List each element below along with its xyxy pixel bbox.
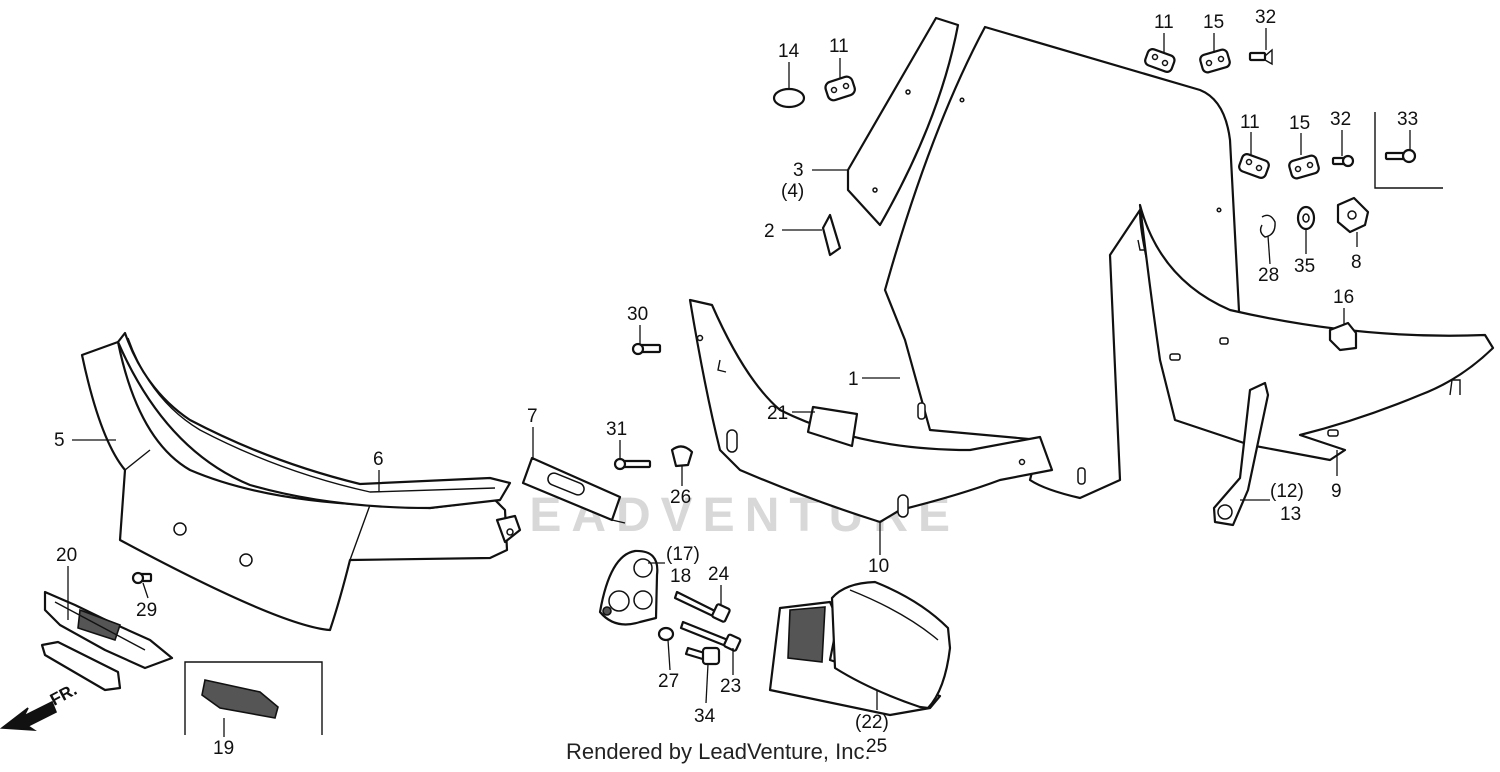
callout-23: 23 (720, 676, 741, 697)
callout-29: 29 (136, 600, 157, 621)
callout-12: (12) (1270, 481, 1304, 502)
caution-label (821, 213, 842, 257)
callout-17: (17) (666, 544, 700, 565)
callout-19: 19 (213, 738, 234, 759)
callout-3: 3 (793, 160, 804, 181)
callout-9: 9 (1331, 481, 1342, 502)
right-garnish (1137, 203, 1495, 462)
callout-22: (22) (855, 712, 889, 733)
lower-garnish (688, 298, 1054, 524)
callout-14: 14 (778, 41, 800, 62)
callout-15-top: 15 (1203, 12, 1224, 33)
callout-7: 7 (527, 406, 538, 427)
cap-14 (772, 87, 806, 109)
callout-11-upper: 11 (829, 36, 849, 57)
callout-10: 10 (868, 556, 889, 577)
callout-32-top: 32 (1255, 7, 1276, 28)
side-trim (846, 16, 960, 227)
emblem (40, 590, 174, 692)
fasteners (131, 48, 1443, 666)
callout-33: 33 (1397, 109, 1418, 130)
credit-line: Rendered by LeadVenture, Inc. (566, 739, 871, 764)
callout-11-mid: 11 (1240, 112, 1260, 133)
callout-27: 27 (658, 671, 679, 692)
front-direction-arrow (0, 700, 58, 731)
callout-30: 30 (627, 304, 648, 325)
callout-31: 31 (606, 419, 627, 440)
callout-18: 18 (670, 566, 691, 587)
callout-1: 1 (848, 369, 859, 390)
callout-26: 26 (670, 487, 691, 508)
rubber-mount (598, 549, 659, 626)
callout-28: 28 (1258, 265, 1279, 286)
callout-32-mid: 32 (1330, 109, 1351, 130)
bracket (521, 456, 626, 524)
callout-4: (4) (781, 181, 804, 202)
callout-24: 24 (708, 564, 730, 585)
callout-34: 34 (694, 706, 716, 727)
leader-lines (67, 28, 1411, 737)
trim-strip (116, 331, 522, 544)
callout-13: 13 (1280, 504, 1301, 525)
callout-11-top: 11 (1154, 12, 1174, 33)
callout-5: 5 (54, 430, 65, 451)
callout-8: 8 (1351, 252, 1362, 273)
callout-labels: 1 2 3 (4) 5 6 7 8 9 10 11 11 11 (12) 13 … (47, 7, 1418, 759)
stay (1212, 381, 1270, 527)
caution-label-lower (806, 405, 859, 448)
grommet-11-upper (824, 75, 856, 102)
callout-20: 20 (56, 545, 77, 566)
callout-2: 2 (764, 221, 775, 242)
windscreen (883, 25, 1242, 500)
callout-16: 16 (1333, 287, 1354, 308)
emblem-detail (184, 661, 323, 735)
callout-15-mid: 15 (1289, 113, 1310, 134)
callout-35: 35 (1294, 256, 1315, 277)
mirror (768, 580, 952, 717)
callout-6: 6 (373, 449, 384, 470)
front-cover (80, 340, 509, 632)
callout-25: 25 (866, 736, 887, 757)
callout-21: 21 (767, 403, 788, 424)
